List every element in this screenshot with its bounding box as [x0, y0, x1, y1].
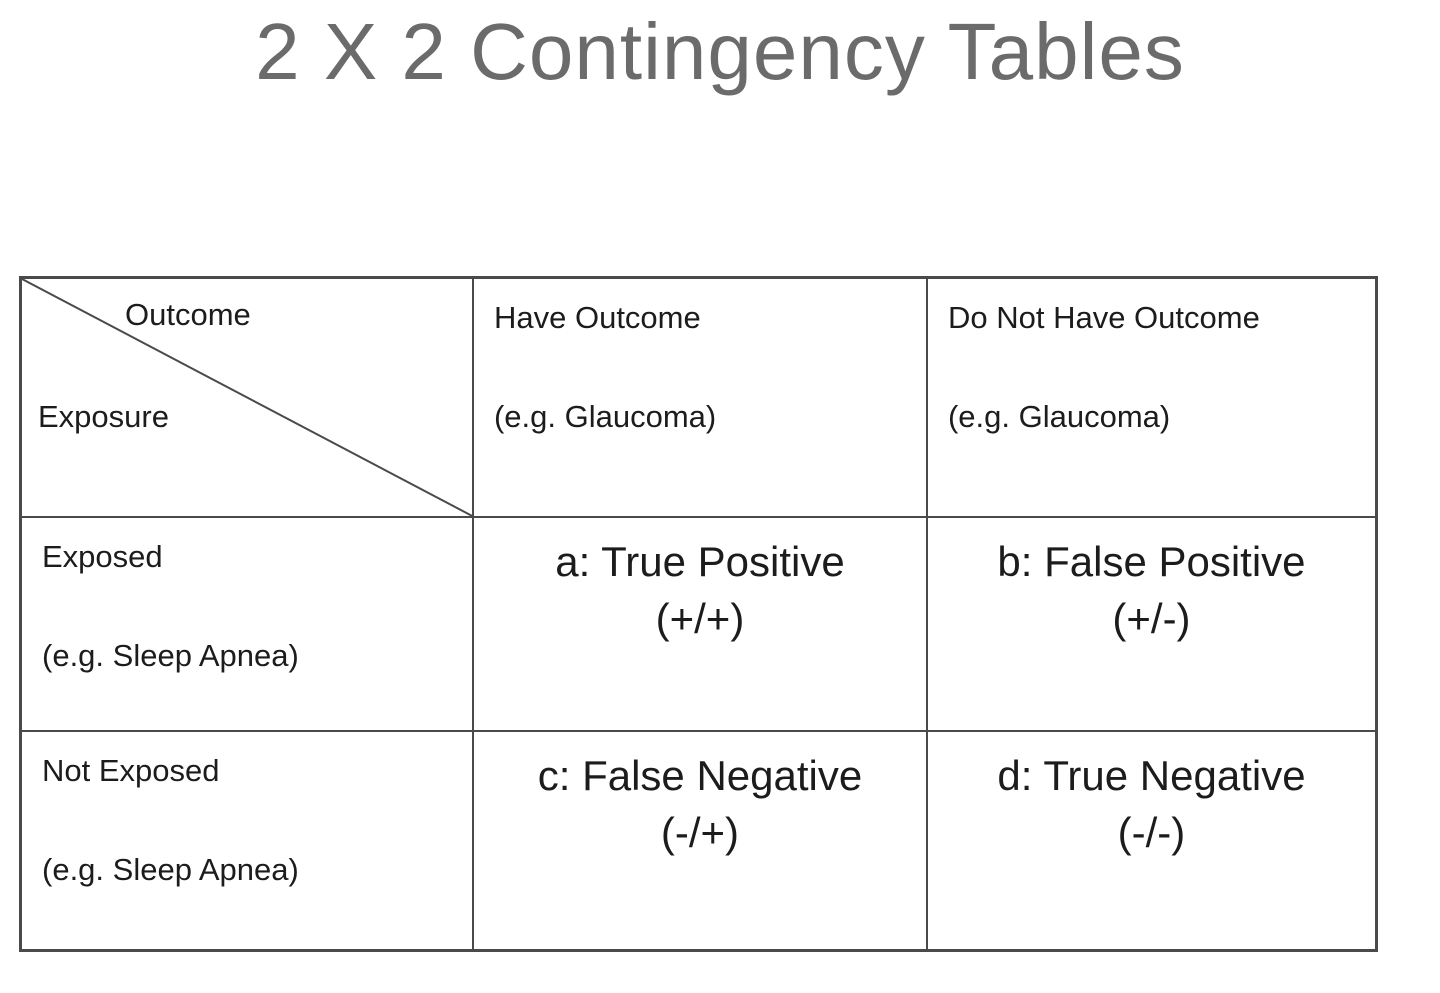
- corner-header-cell: Outcome Exposure: [22, 279, 474, 518]
- row-header-not-exposed: Not Exposed (e.g. Sleep Apnea): [22, 731, 474, 949]
- cell-a-true-positive: a: True Positive (+/+): [473, 517, 928, 732]
- cell-text: d: True Negative: [997, 751, 1306, 799]
- column-header-label: Do Not Have Outcome: [947, 300, 1260, 335]
- row-header-exposed: Exposed (e.g. Sleep Apnea): [22, 517, 474, 732]
- cell-text: c: False Negative: [537, 751, 863, 799]
- cell-text: b: False Positive: [997, 537, 1306, 585]
- cell-d-true-negative: d: True Negative (-/-): [928, 732, 1375, 949]
- corner-outcome-label: Outcome: [125, 297, 251, 332]
- column-header-example: (e.g. Glaucoma): [493, 399, 717, 435]
- contingency-table: Outcome Exposure Have Outcome (e.g. Glau…: [19, 276, 1378, 952]
- column-header-have-outcome: Have Outcome (e.g. Glaucoma): [473, 279, 928, 518]
- page-title: 2 X 2 Contingency Tables: [255, 7, 1185, 96]
- cell-b-false-positive: b: False Positive (+/-): [927, 518, 1375, 732]
- cell-text: a: True Positive: [555, 537, 845, 585]
- cell-notation: (+/+): [655, 594, 745, 642]
- cell-notation: (+/-): [1112, 594, 1191, 642]
- cell-c-false-negative: c: False Negative (-/+): [474, 731, 928, 949]
- column-header-label: Have Outcome: [493, 300, 701, 335]
- column-header-no-outcome: Do Not Have Outcome (e.g. Glaucoma): [927, 279, 1375, 518]
- corner-exposure-label: Exposure: [38, 399, 169, 434]
- row-header-example: (e.g. Sleep Apnea): [42, 638, 299, 674]
- row-header-example: (e.g. Sleep Apnea): [42, 852, 299, 888]
- row-header-label: Not Exposed: [42, 752, 220, 788]
- row-header-label: Exposed: [42, 538, 163, 574]
- diagonal-divider: [22, 279, 472, 516]
- cell-notation: (-/-): [1117, 808, 1186, 856]
- cell-notation: (-/+): [660, 808, 740, 856]
- column-header-example: (e.g. Glaucoma): [947, 399, 1171, 435]
